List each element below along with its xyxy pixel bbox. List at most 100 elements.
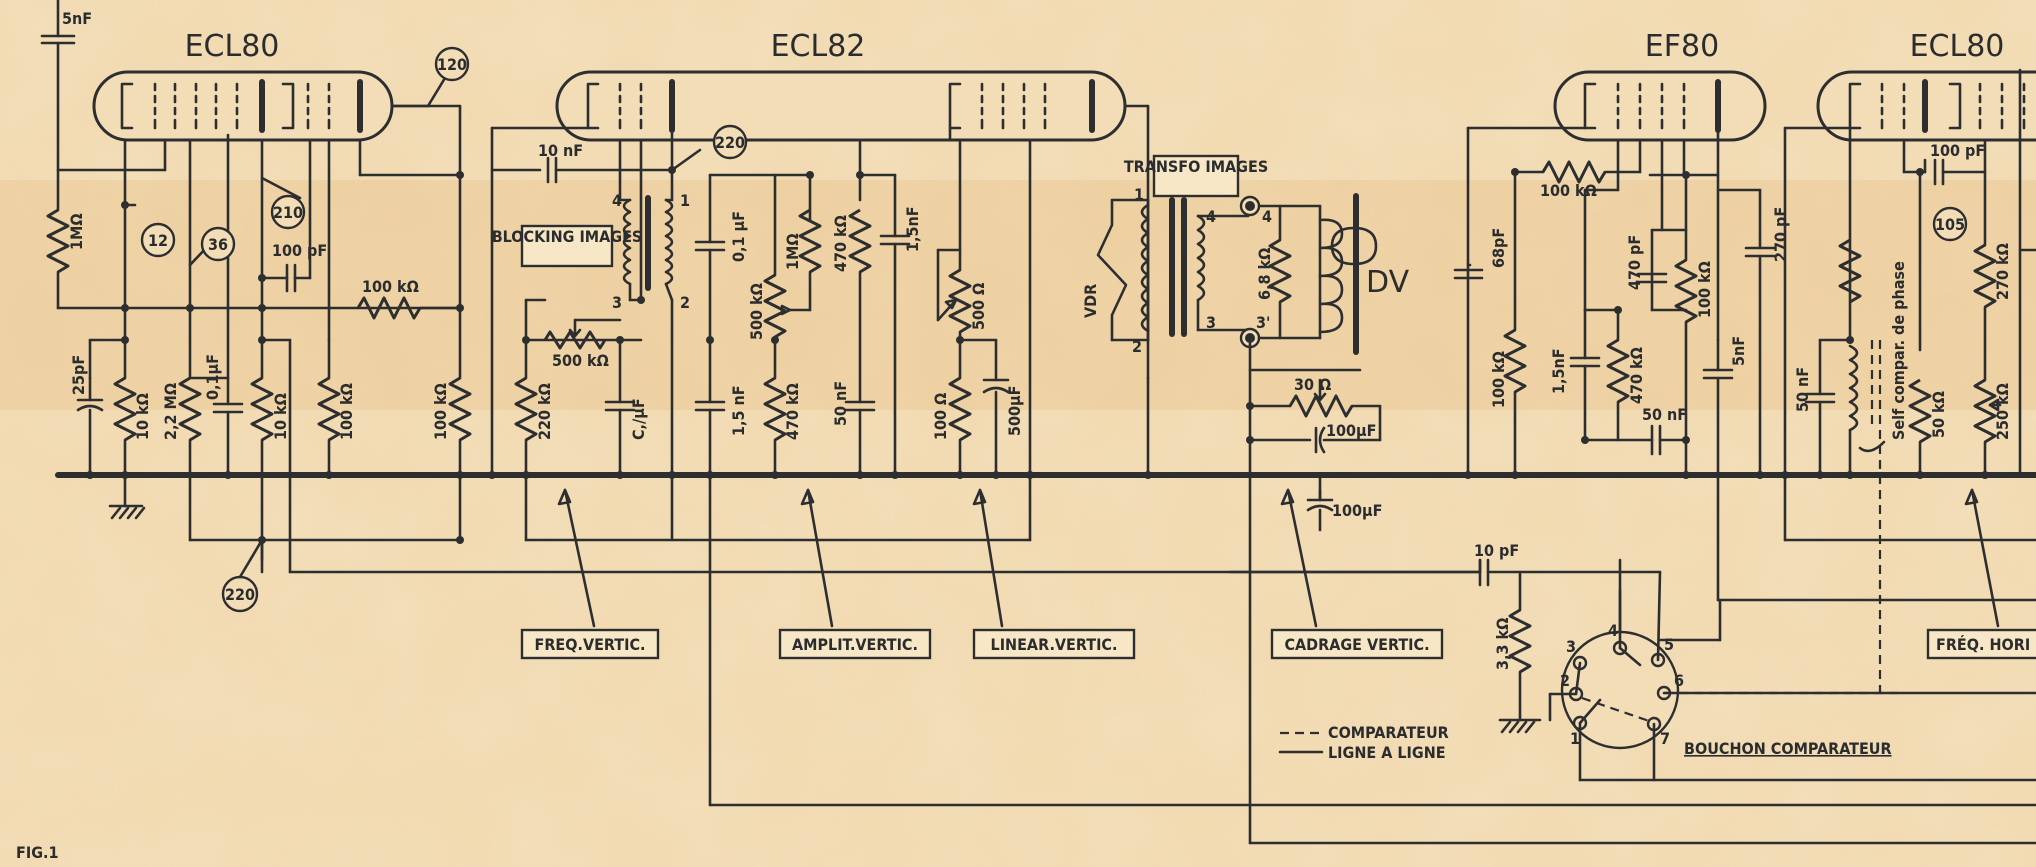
res-100k-a-label: 100 kΩ: [337, 383, 356, 440]
tube-label-ef80: EF80: [1645, 29, 1719, 64]
wiring-section-3: [1453, 68, 2036, 722]
res-6-8k-label: 6,8 kΩ: [1255, 248, 1274, 300]
legend-solid-label: LIGNE A LIGNE: [1328, 743, 1446, 762]
res-10k-b-label: 10 kΩ: [271, 393, 290, 440]
res-270k-label: 270 kΩ: [1993, 243, 2012, 300]
connector-pin-6: 6: [1674, 671, 1684, 690]
tube-ecl80-right: [1816, 70, 2036, 142]
linear-vertic-box: [972, 628, 1136, 660]
cadrage-vertic-box: [1270, 628, 1444, 660]
blocking-pin-3: 3: [612, 293, 622, 312]
junction-dots-2: [488, 166, 1152, 479]
freq-vertic-label: FREQ.VERTIC.: [534, 635, 645, 654]
ref-36: 36: [208, 235, 228, 254]
transfo-pin-2: 2: [1132, 337, 1142, 356]
blocking-pin-1: 1: [680, 191, 690, 210]
connector-pin-5: 5: [1664, 635, 1674, 654]
ref-120: 120: [437, 55, 467, 74]
res-1M-left-label: 1MΩ: [67, 213, 86, 250]
res-100k-c-label: 100 kΩ: [1540, 181, 1597, 200]
cap-5nF-label: 5nF: [62, 9, 92, 28]
cap-50nF-c-label: 50 nF: [1793, 367, 1812, 412]
tube-ecl80-left: [92, 70, 394, 142]
blocking-pin-2: 2: [680, 293, 690, 312]
transfo-pin-4a: 4: [1206, 207, 1216, 226]
tube-ef80: [1553, 70, 1767, 142]
ground-symbol-left: [108, 473, 146, 520]
tube-label-ecl80-left: ECL80: [185, 29, 280, 64]
cap-1-5nF-a-label: 1,5 nF: [729, 385, 748, 436]
connector-title: BOUCHON COMPARATEUR: [1684, 739, 1892, 758]
cap-100uF-a-label: 100μF: [1326, 421, 1376, 440]
ref-220-bottom: 220: [225, 585, 255, 604]
connector-pin-1: 1: [1570, 729, 1580, 748]
junction-dots-3: [1246, 168, 1989, 479]
res-250k-label: 250 kΩ: [1993, 383, 2012, 440]
cap-50nF-a-label: 50 nF: [831, 381, 850, 426]
cap-100uF-b-label: 100μF: [1332, 501, 1382, 520]
res-30-label: 30 Ω: [1294, 375, 1331, 394]
res-100-label: 100 Ω: [931, 393, 950, 440]
tube-label-ecl80-right: ECL80: [1910, 29, 2005, 64]
res-470k-b-label: 470 kΩ: [783, 383, 802, 440]
blocking-pin-4: 4: [612, 191, 622, 210]
res-100k-b-label: 100 kΩ: [431, 383, 450, 440]
cap-1-5nF-c-label: 1,5nF: [1549, 348, 1568, 394]
self-phase-label: Self compar. de phase: [1889, 261, 1908, 440]
ref-220-top: 220: [715, 133, 745, 152]
tube-ecl82: [555, 70, 1127, 142]
blocking-images-label: BLOCKING IMAGES: [492, 227, 643, 246]
cap-500uF-label: 500μF: [1005, 386, 1024, 436]
connector-pin-7: 7: [1660, 729, 1670, 748]
freq-vertic-box: [520, 628, 660, 660]
ref-12: 12: [148, 231, 168, 250]
res-10k-a-label: 10 kΩ: [133, 393, 152, 440]
res-100k-e-label: 100 kΩ: [1695, 261, 1714, 318]
amplit-vertic-box: [778, 628, 932, 660]
ref-105: 105: [1935, 215, 1965, 234]
res-470k-a-label: 470 kΩ: [831, 215, 850, 272]
res-50k-label: 50 kΩ: [1929, 391, 1948, 438]
transfo-images-box: [1152, 154, 1240, 198]
cap-25pF-label: 25pF: [69, 355, 88, 395]
freq-hori-box: [1926, 628, 2036, 660]
amplit-vertic-label: AMPLIT.VERTIC.: [792, 635, 918, 654]
freq-hori-label: FRÉQ. HORI: [1936, 635, 2030, 654]
transfo-images: [1096, 193, 2036, 845]
cap-68pF-label: 68pF: [1489, 228, 1508, 268]
res-500k-b-label: 500 kΩ: [747, 283, 766, 340]
transfo-pin-3: 3: [1206, 313, 1216, 332]
comparator-plug: [1228, 430, 2036, 782]
junction-dots-1: [86, 171, 464, 544]
wiring-section-2: [490, 104, 2036, 807]
cap-100pF-a-label: 100 pF: [272, 241, 327, 260]
cap-270pF-label: 270 pF: [1771, 207, 1790, 262]
transfo-pin-3prime: 3': [1256, 313, 1270, 332]
res-2-2M-label: 2,2 MΩ: [161, 383, 180, 440]
ref-circles: [140, 46, 1968, 613]
res-100k-horiz-label: 100 kΩ: [362, 277, 419, 296]
cap-small-label: C,/μF: [629, 398, 648, 440]
res-220k-label: 220 kΩ: [535, 383, 554, 440]
vdr-label: VDR: [1081, 284, 1100, 318]
res-100k-d-label: 100 kΩ: [1489, 351, 1508, 408]
linear-vertic-label: LINEAR.VERTIC.: [991, 635, 1118, 654]
dv-label: DV: [1366, 265, 1410, 300]
tube-label-ecl82: ECL82: [771, 29, 866, 64]
cap-0-1uF-b-label: 0,1 μF: [729, 211, 748, 262]
transfo-images-label: TRANSFO IMAGES: [1124, 157, 1268, 176]
res-500k-pot-label: 500 kΩ: [552, 351, 609, 370]
cap-0-1uF-a-label: 0,1μF: [203, 354, 222, 400]
legend: [1278, 731, 1324, 754]
res-500-pot-label: 500 Ω: [969, 283, 988, 330]
connector-pin-4: 4: [1608, 621, 1618, 640]
cap-470pF-label: 470 pF: [1625, 235, 1644, 290]
connector-pin-2: 2: [1560, 671, 1570, 690]
cap-100pF-b-label: 100 pF: [1930, 141, 1985, 160]
wiring-section-1: [40, 0, 1482, 574]
transfo-pin-1: 1: [1134, 185, 1144, 204]
res-1M-mid-label: 1MΩ: [783, 233, 802, 270]
control-leaders: [557, 488, 2000, 628]
connector-pin-3: 3: [1566, 637, 1576, 656]
